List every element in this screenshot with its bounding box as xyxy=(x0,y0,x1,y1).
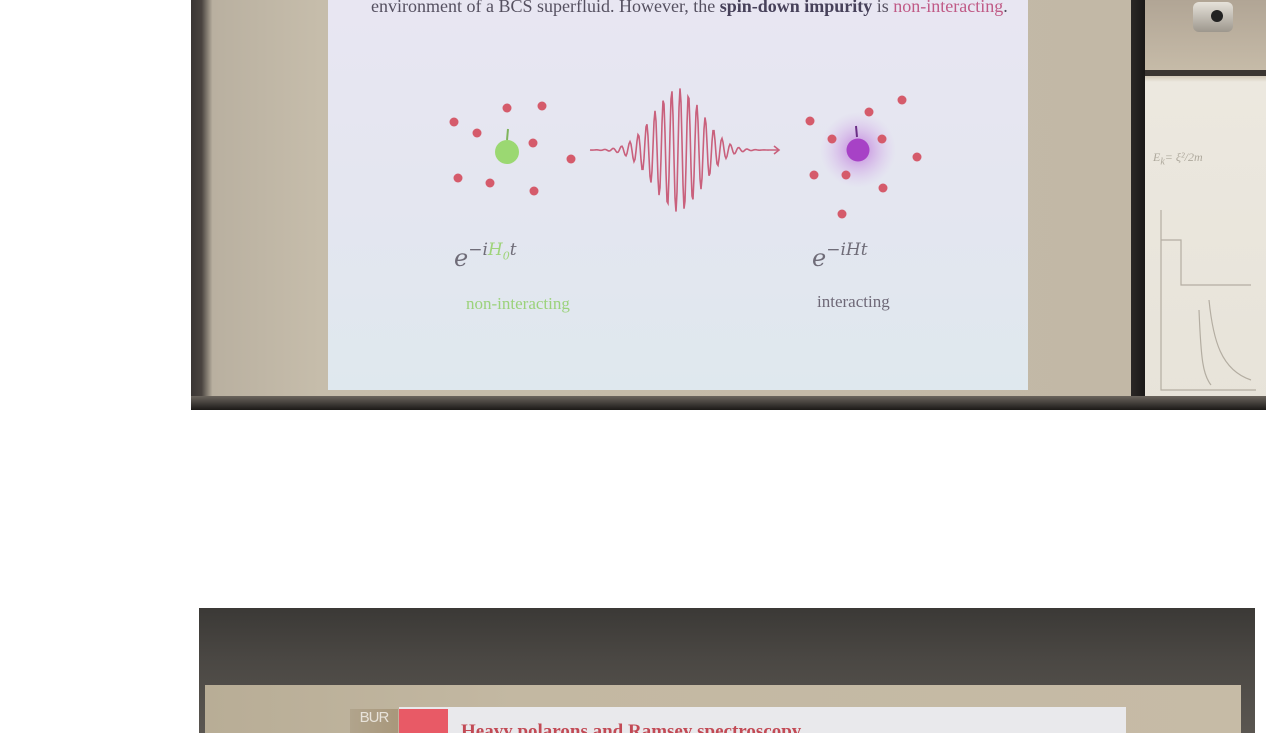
fermion-particle xyxy=(841,170,851,180)
fermion-particle xyxy=(566,154,576,164)
screen-bottom-bezel xyxy=(191,396,1266,410)
whiteboard-sketch-graph xyxy=(1160,210,1256,391)
fermion-particle xyxy=(485,178,495,188)
projected-slide: environment of a BCS superfluid. However… xyxy=(328,0,1028,390)
fermion-particle xyxy=(878,183,888,193)
security-camera xyxy=(1193,2,1233,32)
impurity-dressed xyxy=(846,138,870,162)
wall-rail xyxy=(1145,70,1266,76)
fermion-particle xyxy=(837,209,847,219)
left-particle-cloud xyxy=(449,101,576,196)
non-interacting-label: non-interacting xyxy=(466,294,570,313)
fermion-particle xyxy=(827,134,837,144)
fermion-particle xyxy=(805,116,815,126)
fermion-particle xyxy=(897,95,907,105)
university-logo: BUR xyxy=(350,709,398,733)
free-evolution-operator: e−iH0t xyxy=(454,240,517,272)
fermion-particle xyxy=(877,134,887,144)
fermion-particle xyxy=(449,117,459,127)
slide-caption: environment of a BCS superfluid. However… xyxy=(371,0,1008,16)
slide-header-accent xyxy=(399,709,448,733)
impurity-free xyxy=(495,140,519,164)
spin-arrow xyxy=(855,125,858,138)
lecture-photo-top: Ek= ξ²/2m environment of a BCS superflui… xyxy=(191,0,1266,410)
interacting-label: interacting xyxy=(817,292,890,311)
lecture-photo-bottom: BUR Heavy polarons and Ramsey spectrosco… xyxy=(199,608,1255,733)
pulse-arrowhead xyxy=(773,145,781,155)
interacting-evolution-operator: e−iHt xyxy=(812,240,868,272)
fermion-particle xyxy=(472,128,482,138)
fermion-particle xyxy=(528,138,538,148)
classroom-wall xyxy=(1145,0,1266,410)
slide-title: Heavy polarons and Ramsey spectroscopy xyxy=(461,721,802,733)
right-particle-cloud xyxy=(805,95,922,219)
whiteboard-scribble: Ek= ξ²/2m xyxy=(1153,150,1203,168)
polaron-diagram xyxy=(449,88,922,219)
fermion-particle xyxy=(537,101,547,111)
fermion-particle xyxy=(529,186,539,196)
fermion-particle xyxy=(502,103,512,113)
spin-arrow xyxy=(506,128,509,141)
fermion-particle xyxy=(453,173,463,183)
fermion-particle xyxy=(864,107,874,117)
screen-right-bezel xyxy=(1131,0,1145,410)
rf-pulse xyxy=(589,88,781,212)
projected-slide xyxy=(399,707,1126,733)
fermion-particle xyxy=(912,152,922,162)
fermion-particle xyxy=(809,170,819,180)
